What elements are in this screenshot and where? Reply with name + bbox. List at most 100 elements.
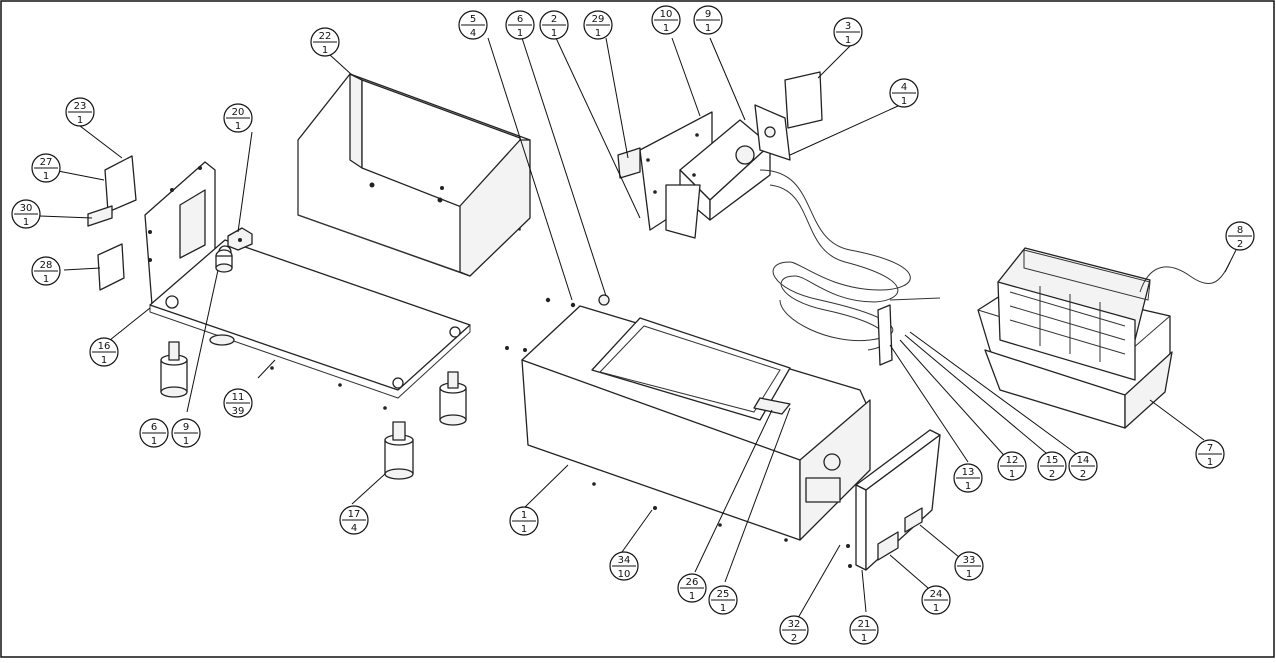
callout-quantity: 1 bbox=[1207, 457, 1213, 468]
callout-quantity: 4 bbox=[351, 523, 357, 534]
part-control-panel bbox=[846, 429, 941, 571]
callout-quantity: 1 bbox=[720, 603, 726, 614]
part-bracket bbox=[227, 227, 253, 251]
callout-item-6: 61 bbox=[139, 418, 169, 448]
callout-item-number: 20 bbox=[232, 107, 245, 118]
callout-item-number: 4 bbox=[901, 82, 907, 93]
callout-item-number: 11 bbox=[232, 392, 245, 403]
callout-item-27: 271 bbox=[31, 153, 61, 183]
callout-item-24: 241 bbox=[921, 585, 951, 615]
callout-item-5: 54 bbox=[458, 10, 488, 40]
callout-quantity: 2 bbox=[1080, 469, 1086, 480]
callout-quantity: 1 bbox=[861, 633, 867, 644]
callout-quantity: 1 bbox=[235, 121, 241, 132]
callout-quantity: 1 bbox=[521, 524, 527, 535]
callout-quantity: 1 bbox=[933, 603, 939, 614]
callout-quantity: 1 bbox=[689, 591, 695, 602]
callout-quantity: 4 bbox=[470, 28, 476, 39]
callout-item-number: 8 bbox=[1237, 225, 1243, 236]
callout-item-number: 33 bbox=[963, 555, 976, 566]
callout-quantity: 1 bbox=[551, 28, 557, 39]
callout-item-23: 231 bbox=[65, 97, 95, 127]
callout-item-number: 13 bbox=[962, 467, 975, 478]
part-knob bbox=[215, 249, 233, 273]
callout-item-22: 221 bbox=[310, 27, 340, 57]
callout-item-number: 6 bbox=[151, 422, 157, 433]
part-shroud bbox=[297, 73, 531, 277]
part-element-head bbox=[617, 71, 823, 239]
callout-item-number: 21 bbox=[858, 619, 871, 630]
callout-item-32: 322 bbox=[779, 615, 809, 645]
callout-quantity: 39 bbox=[232, 406, 245, 417]
callout-quantity: 1 bbox=[705, 23, 711, 34]
callout-item-number: 1 bbox=[521, 510, 527, 521]
callout-quantity: 1 bbox=[151, 436, 157, 447]
callout-item-21: 211 bbox=[849, 615, 879, 645]
callout-item-number: 25 bbox=[717, 589, 730, 600]
callout-item-number: 9 bbox=[705, 9, 711, 20]
callout-quantity: 1 bbox=[322, 45, 328, 56]
callout-quantity: 1 bbox=[901, 96, 907, 107]
part-heating-element bbox=[759, 169, 941, 366]
callout-item-number: 34 bbox=[618, 555, 631, 566]
part-label-plate bbox=[87, 155, 137, 291]
callout-item-10: 101 bbox=[651, 5, 681, 35]
callout-item-8: 82 bbox=[1225, 221, 1255, 251]
callout-quantity: 2 bbox=[791, 633, 797, 644]
callout-item-12: 121 bbox=[997, 451, 1027, 481]
callout-item-number: 32 bbox=[788, 619, 801, 630]
part-legs bbox=[160, 334, 467, 480]
callout-item-4: 41 bbox=[889, 78, 919, 108]
callout-quantity: 2 bbox=[1049, 469, 1055, 480]
callout-item-9: 91 bbox=[693, 5, 723, 35]
callout-item-number: 29 bbox=[592, 14, 605, 25]
callout-quantity: 1 bbox=[1009, 469, 1015, 480]
callout-item-13: 131 bbox=[953, 463, 983, 493]
callout-item-6: 61 bbox=[505, 10, 535, 40]
callout-item-number: 26 bbox=[686, 577, 699, 588]
callout-quantity: 1 bbox=[183, 436, 189, 447]
callout-item-1: 11 bbox=[509, 506, 539, 536]
callout-item-number: 7 bbox=[1207, 443, 1213, 454]
callout-item-9: 91 bbox=[171, 418, 201, 448]
part-base-plate bbox=[149, 239, 471, 410]
callout-quantity: 1 bbox=[965, 481, 971, 492]
callout-item-29: 291 bbox=[583, 10, 613, 40]
callout-bubbles: 1121314154616171829191101113912113114215… bbox=[11, 5, 1255, 645]
callout-item-number: 16 bbox=[98, 341, 111, 352]
callout-item-30: 301 bbox=[11, 199, 41, 229]
callout-item-number: 9 bbox=[183, 422, 189, 433]
callout-item-number: 15 bbox=[1046, 455, 1059, 466]
callout-item-3: 31 bbox=[833, 17, 863, 47]
callout-quantity: 1 bbox=[663, 23, 669, 34]
callout-item-20: 201 bbox=[223, 103, 253, 133]
callout-item-number: 22 bbox=[319, 31, 332, 42]
callout-quantity: 1 bbox=[23, 217, 29, 228]
callout-item-28: 281 bbox=[31, 256, 61, 286]
callout-quantity: 2 bbox=[1237, 239, 1243, 250]
callout-quantity: 1 bbox=[517, 28, 523, 39]
part-fry-basket bbox=[997, 247, 1231, 381]
callout-item-14: 142 bbox=[1068, 451, 1098, 481]
callout-item-number: 2 bbox=[551, 14, 557, 25]
leader-lines bbox=[39, 37, 1237, 619]
callout-item-number: 27 bbox=[40, 157, 53, 168]
callout-item-number: 3 bbox=[845, 21, 851, 32]
callout-item-26: 261 bbox=[677, 573, 707, 603]
callout-item-number: 17 bbox=[348, 509, 361, 520]
callout-item-number: 5 bbox=[470, 14, 476, 25]
callout-quantity: 1 bbox=[101, 355, 107, 366]
callout-item-number: 23 bbox=[74, 101, 87, 112]
callout-item-number: 28 bbox=[40, 260, 53, 271]
callout-quantity: 1 bbox=[43, 171, 49, 182]
callout-quantity: 1 bbox=[966, 569, 972, 580]
callout-item-number: 30 bbox=[20, 203, 33, 214]
callout-item-25: 251 bbox=[708, 585, 738, 615]
callout-item-16: 161 bbox=[89, 337, 119, 367]
callout-item-15: 152 bbox=[1037, 451, 1067, 481]
callout-item-number: 12 bbox=[1006, 455, 1019, 466]
callout-item-17: 174 bbox=[339, 505, 369, 535]
